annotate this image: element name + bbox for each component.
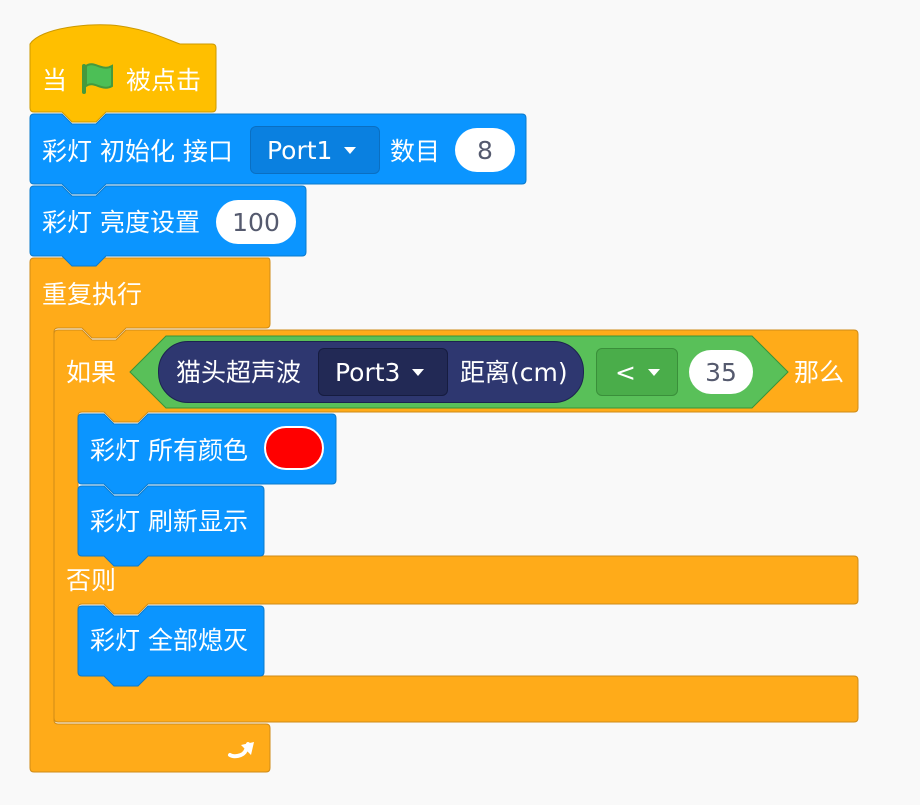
port-dropdown[interactable]: Port1: [250, 126, 380, 174]
chevron-down-icon: [647, 368, 660, 376]
sensor-unit-label: 距离(cm): [460, 358, 568, 387]
brightness-input[interactable]: 100: [216, 200, 296, 244]
chevron-down-icon: [412, 368, 425, 376]
sensor-port-dropdown[interactable]: Port3: [318, 348, 448, 396]
event-prefix-label: 当: [42, 66, 68, 95]
green-flag-icon: [82, 63, 113, 94]
refresh-label: 彩灯 刷新显示: [90, 507, 248, 536]
sensor-label: 猫头超声波: [176, 358, 302, 387]
forever-label: 重复执行: [42, 280, 143, 309]
init-label: 彩灯 初始化 接口: [42, 137, 233, 166]
operator-value: <: [615, 357, 636, 387]
else-label: 否则: [66, 566, 117, 595]
lights-all-off-block-shape[interactable]: [77, 605, 265, 687]
count-label: 数目: [390, 137, 441, 166]
event-suffix-label: 被点击: [126, 66, 202, 95]
brightness-label: 彩灯 亮度设置: [42, 208, 200, 237]
lights-refresh-block-shape[interactable]: [77, 485, 265, 567]
color-picker-swatch[interactable]: [264, 426, 324, 470]
if-label: 如果: [66, 358, 117, 387]
chevron-down-icon: [344, 146, 357, 154]
sensor-port-value: Port3: [335, 357, 401, 387]
all-off-label: 彩灯 全部熄灭: [90, 626, 248, 655]
loop-arrow-icon: [228, 742, 254, 759]
threshold-input[interactable]: 35: [689, 350, 753, 394]
port-dropdown-value: Port1: [267, 135, 333, 165]
set-color-label: 彩灯 所有颜色: [90, 436, 248, 465]
then-label: 那么: [794, 358, 845, 387]
count-input[interactable]: 8: [455, 128, 515, 172]
operator-dropdown[interactable]: <: [596, 348, 678, 396]
forever-block-shape[interactable]: [29, 257, 271, 773]
when-flag-clicked-block-shape[interactable]: [29, 24, 217, 123]
